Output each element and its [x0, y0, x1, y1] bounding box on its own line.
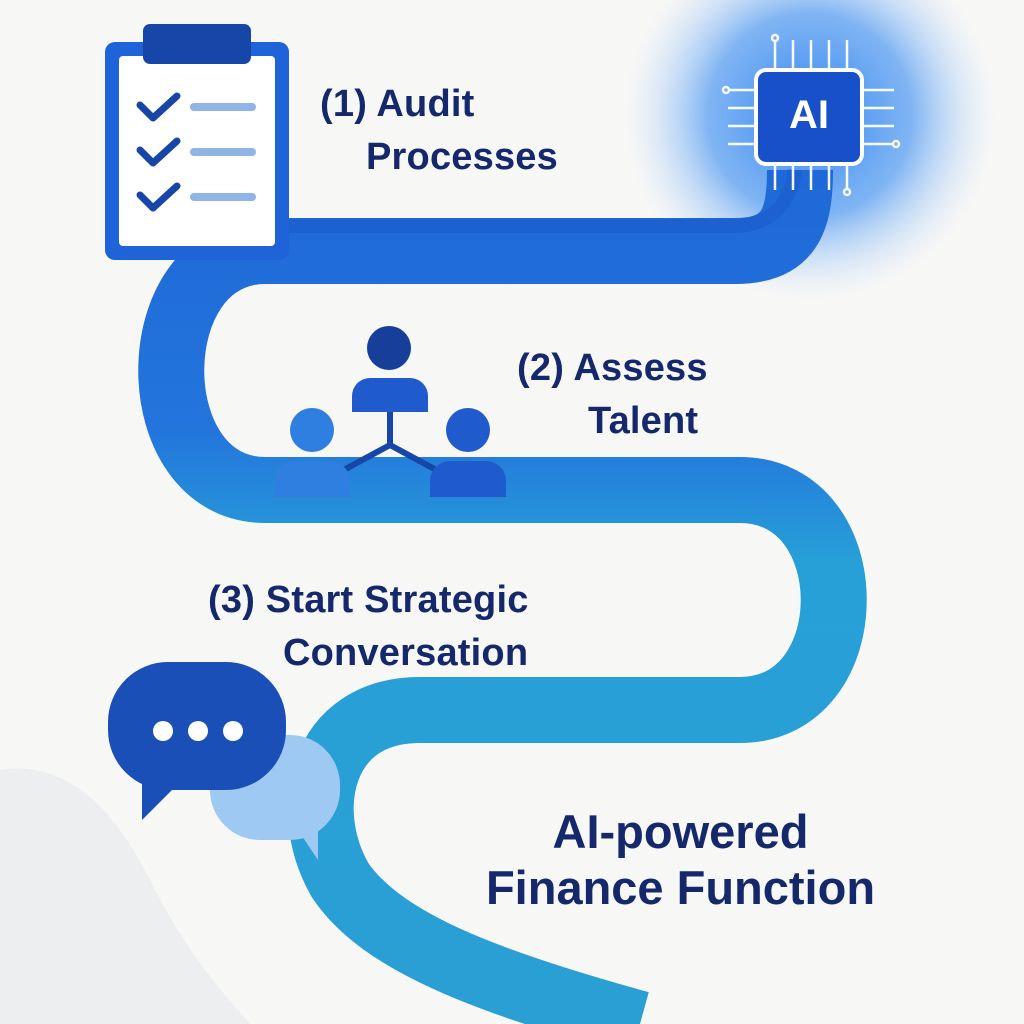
step-1-title: (1) Audit [320, 83, 475, 125]
goal-line-1: AI-powered [552, 805, 809, 858]
step-2-label: (2) Assess Talent [517, 342, 708, 448]
team-network-icon [274, 326, 506, 497]
step-1-label: (1) Audit Processes [320, 78, 558, 184]
goal-label: AI-powered Finance Function [468, 804, 893, 917]
roadmap-path [138, 169, 867, 1024]
goal-line-2: Finance Function [485, 861, 876, 915]
step-1-subtitle: Processes [366, 136, 558, 179]
ai-chip-label: AI [789, 93, 829, 137]
step-3-title: (3) Start Strategic [208, 579, 529, 621]
step-2-subtitle: Talent [588, 400, 699, 443]
clipboard-checklist-icon [105, 24, 289, 260]
background-blob [0, 768, 250, 1024]
step-3-subtitle: Conversation [283, 632, 529, 675]
ai-chip-body [754, 68, 864, 166]
step-2-title: (2) Assess [517, 347, 708, 389]
chat-bubbles-icon [108, 662, 340, 860]
step-3-label: (3) Start Strategic Conversation [208, 574, 529, 680]
